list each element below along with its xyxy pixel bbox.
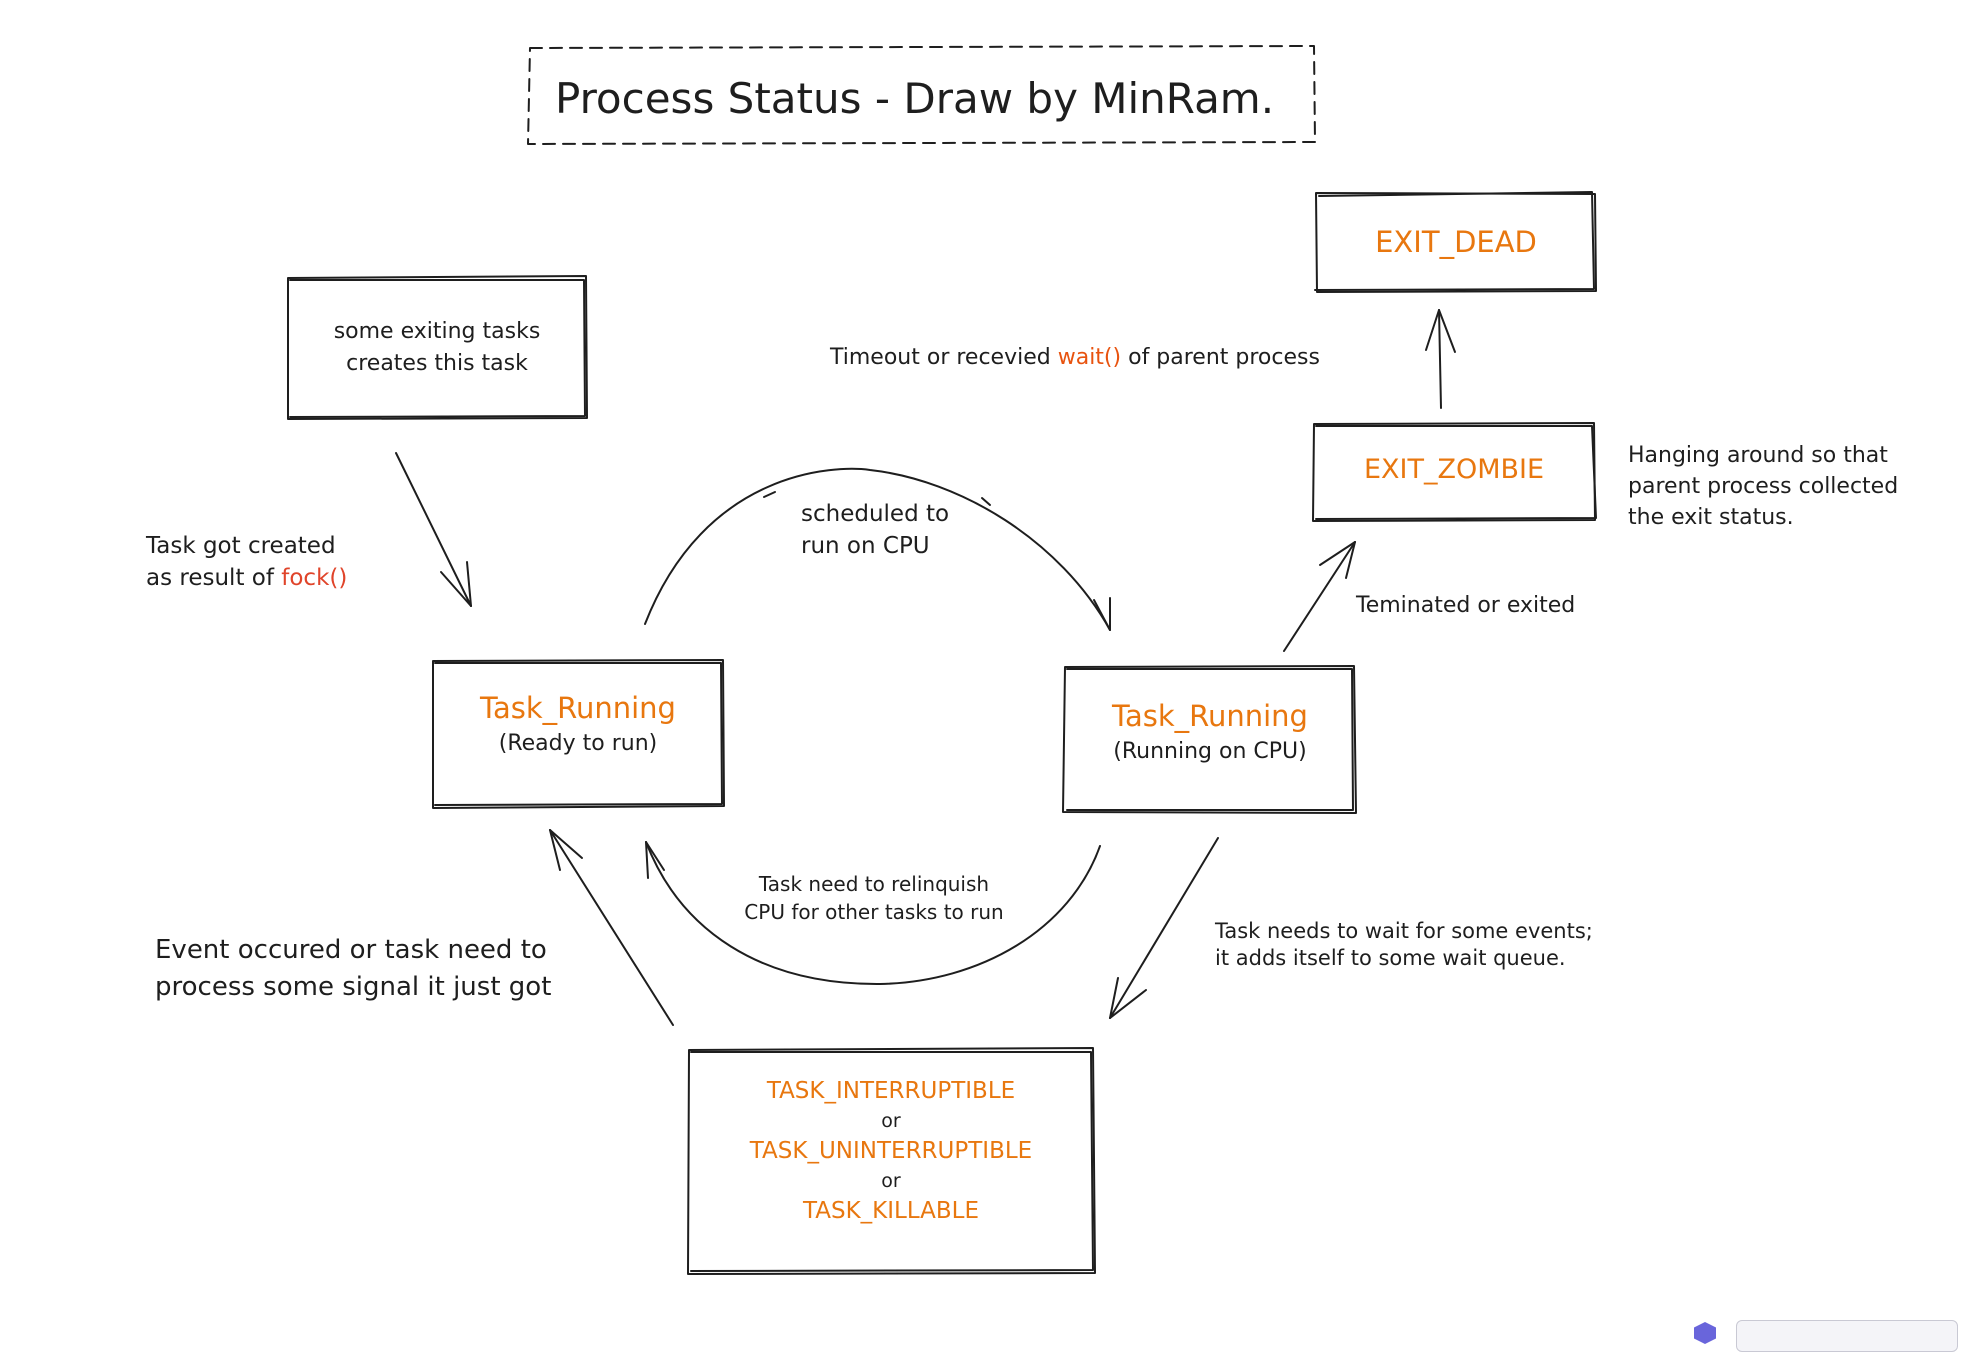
label-event: Event occured or task need to process so…: [155, 932, 551, 1006]
exit-dead-box[interactable]: [1314, 191, 1597, 293]
label-zombie-line-3: the exit status.: [1628, 505, 1794, 530]
label-relinquish-line-2: CPU for other tasks to run: [744, 900, 1004, 924]
label-scheduled: scheduled to run on CPU: [801, 498, 949, 562]
arrow-timeout: [1425, 309, 1456, 409]
exit-zombie-label: EXIT_ZOMBIE: [1314, 452, 1594, 487]
exit-zombie-text: EXIT_ZOMBIE: [1363, 454, 1545, 485]
label-created: Task got created as result of fock(): [146, 530, 347, 594]
exit-zombie-box[interactable]: [1312, 422, 1597, 522]
label-created-line-1: Task got created: [146, 533, 336, 559]
arrow-event: [549, 829, 674, 1026]
exit-dead-text: EXIT_DEAD: [1375, 225, 1537, 259]
ready-state-sub: (Ready to run): [498, 730, 658, 756]
bottom-toolbar-widget[interactable]: [1736, 1320, 1958, 1352]
waiting-line-3: TASK_KILLABLE: [802, 1198, 980, 1224]
arrow-wait: [1109, 837, 1219, 1019]
creator-box[interactable]: [287, 275, 588, 420]
label-wait: Task needs to wait for some events; it a…: [1215, 918, 1593, 972]
exit-dead-label: EXIT_DEAD: [1316, 224, 1596, 262]
label-created-prefix: as result of: [146, 565, 282, 591]
running-state-sub: (Running on CPU): [1113, 738, 1307, 764]
label-scheduled-line-1: scheduled to: [801, 501, 950, 527]
label-terminated-text: Teminated or exited: [1356, 593, 1576, 618]
waiting-line-2: TASK_UNINTERRUPTIBLE: [749, 1138, 1033, 1164]
arrow-terminated: [1283, 541, 1356, 652]
ready-state-name: Task_Running: [480, 691, 676, 725]
page-title: Process Status - Draw by MinRam.: [555, 72, 1274, 127]
label-created-line-2: as result of fock(): [146, 562, 347, 594]
label-wait-line-1: Task needs to wait for some events;: [1215, 919, 1593, 943]
label-timeout: Timeout or recevied wait() of parent pro…: [830, 344, 1320, 373]
running-state-box[interactable]: [1062, 665, 1357, 814]
waiting-or-1: or: [881, 1110, 901, 1132]
waiting-or-2: or: [881, 1170, 901, 1192]
creator-line-2: creates this task: [346, 351, 528, 376]
running-state-text: Task_Running (Running on CPU): [1065, 698, 1355, 766]
creator-line-1: some exiting tasks: [333, 319, 541, 344]
label-created-fn: fock(): [281, 565, 348, 591]
label-zombie-line-2: parent process collected: [1628, 474, 1899, 499]
label-zombie-line-1: Hanging around so that: [1628, 443, 1888, 468]
title-text: Process Status - Draw by MinRam.: [555, 74, 1275, 123]
arrow-scheduled: [644, 467, 1111, 631]
label-scheduled-line-2: run on CPU: [801, 533, 930, 559]
running-state-name: Task_Running: [1112, 699, 1308, 733]
waiting-line-1: TASK_INTERRUPTIBLE: [766, 1078, 1016, 1104]
ready-state-box[interactable]: [432, 659, 725, 809]
title-frame: [527, 45, 1316, 145]
label-relinquish: Task need to relinquish CPU for other ta…: [706, 870, 1042, 926]
label-event-line-1: Event occured or task need to: [155, 935, 547, 965]
waiting-state-box[interactable]: [687, 1047, 1096, 1275]
label-zombie: Hanging around so that parent process co…: [1628, 440, 1898, 533]
label-terminated: Teminated or exited: [1356, 592, 1575, 621]
creator-box-text: some exiting tasks creates this task: [288, 316, 586, 380]
label-timeout-fn: wait(): [1057, 345, 1122, 370]
label-relinquish-line-1: Task need to relinquish: [758, 872, 990, 896]
label-timeout-suffix: of parent process: [1121, 345, 1320, 370]
label-timeout-prefix: Timeout or recevied: [830, 345, 1058, 370]
arrow-created: [395, 452, 472, 607]
label-event-line-2: process some signal it just got: [155, 972, 552, 1002]
waiting-state-text: TASK_INTERRUPTIBLE or TASK_UNINTERRUPTIB…: [689, 1076, 1093, 1226]
label-wait-line-2: it adds itself to some wait queue.: [1215, 946, 1566, 970]
ready-state-text: Task_Running (Ready to run): [433, 690, 723, 758]
arrow-relinquish: [645, 841, 1101, 986]
